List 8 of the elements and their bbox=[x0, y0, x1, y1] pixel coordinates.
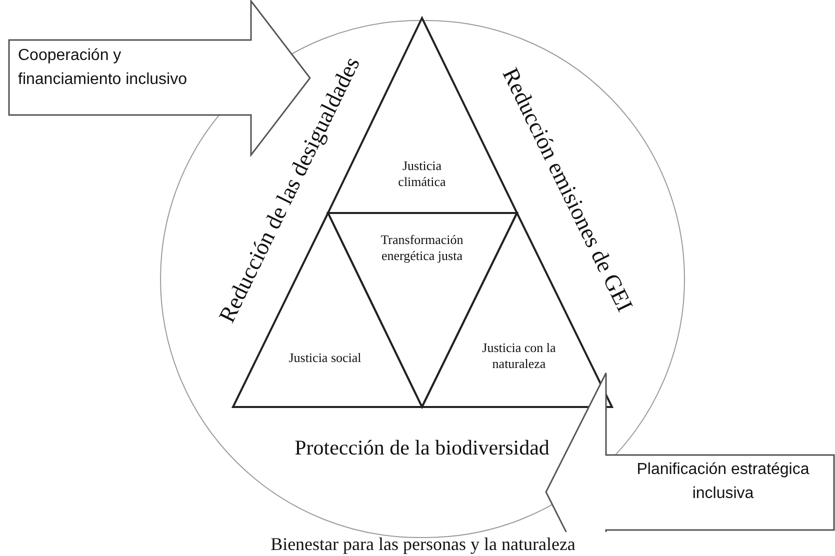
segment-label: Justicia climática bbox=[397, 158, 447, 190]
side-label: Protección de la biodiversidad bbox=[294, 434, 550, 462]
segment-label: Justicia social bbox=[288, 350, 362, 366]
segment-label: Transformación energética justa bbox=[380, 232, 464, 264]
arrow-label: Cooperación y financiamiento inclusivo bbox=[18, 46, 188, 90]
arrow-label: Planificación estratégica inclusiva bbox=[636, 460, 810, 504]
segment-label: Justicia con la naturaleza bbox=[481, 340, 557, 372]
caption: Bienestar para las personas y la naturaleza bbox=[270, 533, 576, 556]
